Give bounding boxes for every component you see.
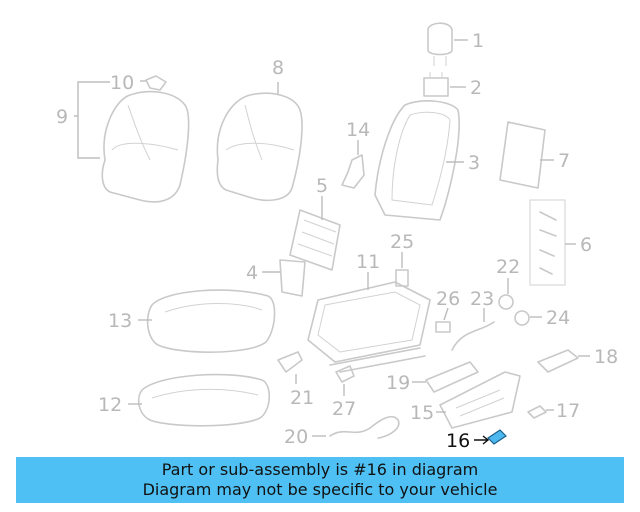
part-22-knob [498, 294, 514, 310]
callout-14: 14 [346, 119, 370, 141]
callout-12: 12 [98, 394, 122, 416]
part-7-back-panel [499, 121, 546, 189]
callout-19: 19 [386, 372, 410, 394]
callout-15: 15 [410, 402, 434, 424]
part-3-seatback-frame [374, 100, 460, 221]
callout-26: 26 [436, 288, 460, 310]
callout-11: 11 [356, 251, 380, 273]
part-1-headrest [427, 22, 453, 66]
callout-13: 13 [108, 310, 132, 332]
part-14-cover [341, 154, 365, 189]
leader-16 [474, 435, 490, 445]
callout-7: 7 [558, 150, 570, 172]
callout-6: 6 [580, 234, 592, 256]
callout-2: 2 [470, 77, 482, 99]
banner-line-1: Part or sub-assembly is #16 in diagram [161, 460, 479, 479]
callout-16: 16 [446, 430, 470, 452]
part-19-side-shield [425, 361, 479, 393]
part-5-lumbar-support [289, 209, 341, 271]
callout-8: 8 [272, 57, 284, 79]
bracket-9 [74, 81, 110, 159]
part-8-seatback-pad [216, 92, 303, 202]
callout-21: 21 [290, 387, 314, 409]
callout-3: 3 [468, 152, 480, 174]
part-21-lever [277, 351, 303, 373]
part-24-knob [514, 310, 530, 326]
callout-5: 5 [316, 175, 328, 197]
banner-line-2: Diagram may not be specific to your vehi… [142, 480, 498, 499]
callout-25: 25 [390, 231, 414, 253]
part-15-side-shield [439, 371, 521, 429]
part-10-clip [145, 75, 167, 91]
callout-18: 18 [594, 346, 618, 368]
part-12-cushion-cover [137, 373, 271, 427]
part-18-cover [537, 349, 579, 373]
callout-27: 27 [332, 398, 356, 420]
part-9-seatback-cover [101, 90, 190, 203]
leader-26 [443, 307, 449, 321]
part-17-clip [527, 405, 547, 419]
part-4-bracket [279, 259, 306, 297]
part-25-switch [395, 269, 409, 287]
part-16-highlighted-cover [487, 429, 507, 445]
part-20-wire-harness [329, 415, 400, 439]
callout-10: 10 [110, 72, 134, 94]
part-2-headrest-guide [423, 72, 449, 97]
callout-9: 9 [56, 106, 68, 128]
callout-4: 4 [246, 262, 258, 284]
part-6-fastener-set [529, 199, 566, 286]
part-23-cable [451, 321, 495, 351]
callout-20: 20 [284, 426, 308, 448]
part-11-cushion-frame [307, 281, 431, 373]
part-13-cushion-pad [146, 289, 276, 353]
callout-23: 23 [470, 288, 494, 310]
callout-22: 22 [496, 256, 520, 278]
callout-17: 17 [556, 400, 580, 422]
part-26-clip [435, 321, 451, 333]
callout-1: 1 [472, 30, 484, 52]
callout-24: 24 [546, 307, 570, 329]
info-banner: Part or sub-assembly is #16 in diagram D… [16, 457, 624, 503]
part-27-bracket [335, 365, 355, 383]
